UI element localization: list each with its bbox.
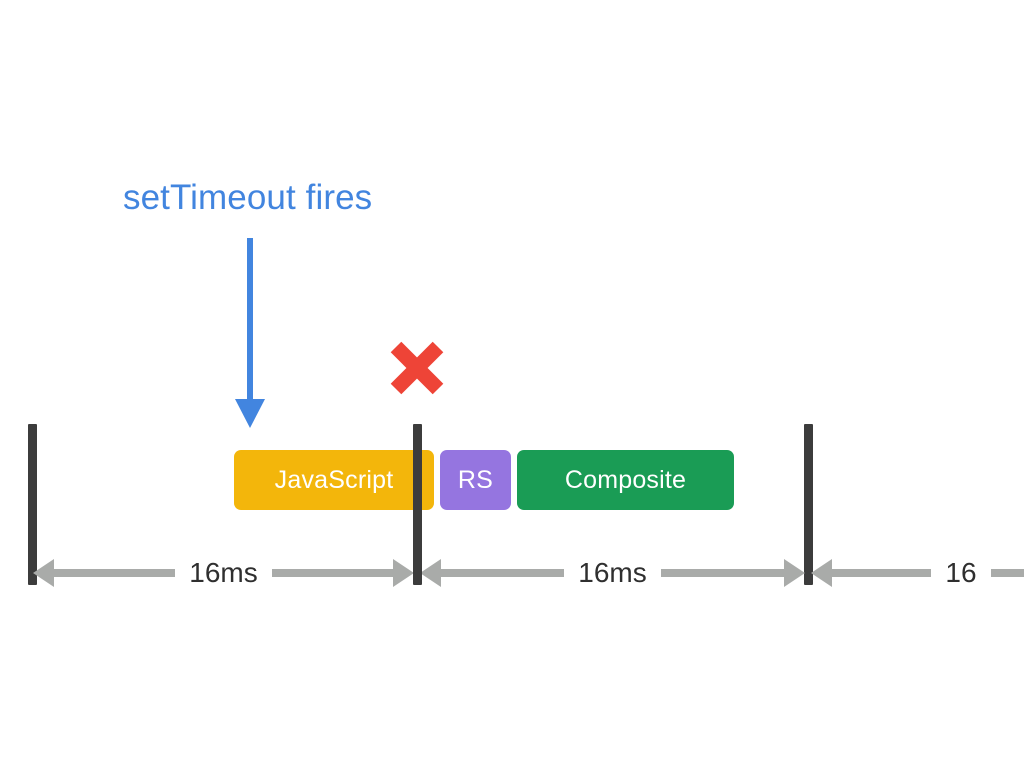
frame-boundary-tick-0 [28,424,37,585]
measure-line [990,569,1024,577]
measure-line [271,569,393,577]
annotation-arrow-down-icon [234,238,266,428]
frame-measure-0: 16ms [33,552,414,594]
frame-measure-1: 16ms [420,552,805,594]
measure-line [660,569,784,577]
arrow-head-right-icon [393,559,414,587]
frame-boundary-tick-1 [413,424,422,585]
frame-duration-label-0: 16ms [189,557,258,588]
arrow-head-left-icon [33,559,54,587]
frame-duration-label-2: 16 [945,557,977,588]
measure-line [54,569,176,577]
timeline-block-recalc-style[interactable]: RS [440,450,511,510]
measure-line [832,569,932,577]
frame-measure-2: 16 [811,552,1024,594]
settimeout-annotation-label: setTimeout fires [123,178,373,217]
measure-line [441,569,565,577]
frame-duration-label-1: 16ms [578,557,647,588]
frame-boundary-tick-2 [804,424,813,585]
arrow-head-left-icon [420,559,441,587]
timeline-block-composite[interactable]: Composite [517,450,734,510]
timeline-block-javascript[interactable]: JavaScript [234,450,434,510]
arrow-head-left-icon [811,559,832,587]
dropped-frame-x-icon [387,338,447,398]
arrow-head-right-icon [784,559,805,587]
